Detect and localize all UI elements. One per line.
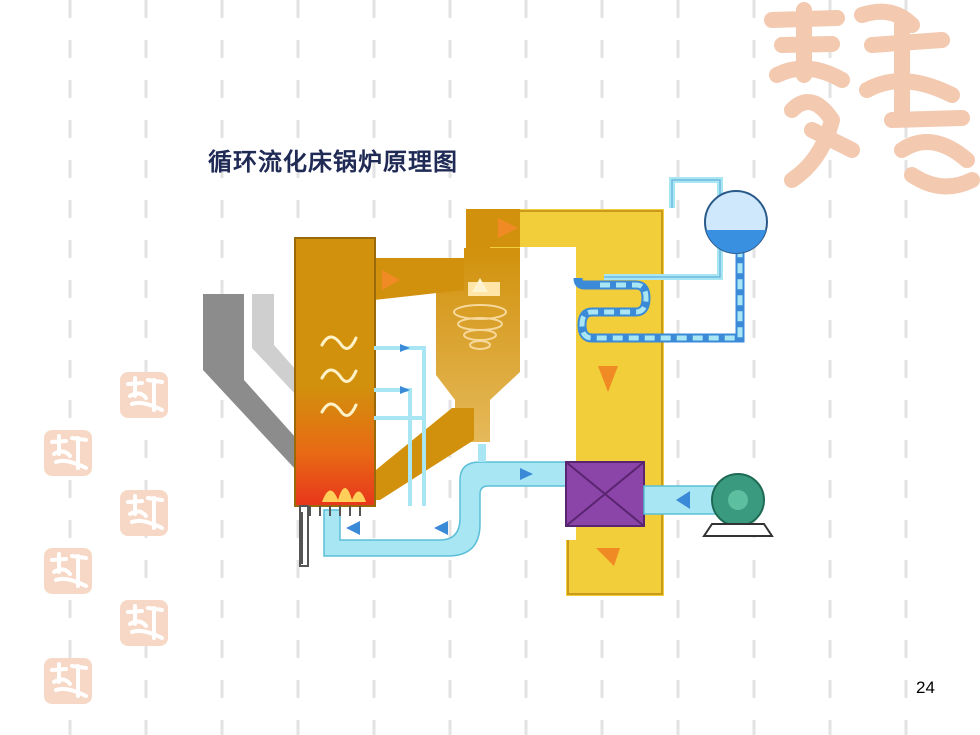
arrow-right-icon: [382, 270, 400, 290]
calligraphy-seal-icon: [44, 430, 92, 476]
air-preheater: [565, 461, 645, 527]
economizer-coil: [573, 177, 745, 343]
loop-seal-return-leg: [366, 408, 474, 500]
calligraphy-seal-icon: [120, 600, 168, 646]
calligraphy-seal-icon: [120, 372, 168, 418]
calligraphy-seal-icon: [120, 490, 168, 536]
air-distributor: [299, 505, 361, 567]
slide-title: 循环流化床锅炉原理图: [208, 147, 458, 176]
calligraphy-seal-icon: [44, 658, 92, 704]
page-number: 24: [916, 678, 935, 697]
arrow-right-icon: [498, 218, 518, 238]
swirl-particles: [320, 335, 358, 417]
cyclone-separator: [436, 248, 520, 442]
arrow-down-icon: [596, 548, 620, 566]
arrow-down-icon: [598, 366, 618, 392]
blower-fan-icon: [702, 473, 774, 537]
flame-icon: [322, 488, 366, 502]
coal-hopper-light: [252, 294, 296, 395]
furnace-to-cyclone-duct: [374, 258, 464, 300]
air-duct: [643, 485, 717, 515]
calligraphy-seal-icon: [44, 548, 92, 594]
furnace-chamber: [294, 237, 376, 507]
calligraphy-seal-icon: [764, 2, 980, 195]
flow-arrows: [382, 218, 620, 566]
steam-drum: [704, 190, 768, 254]
coal-hopper-dark: [203, 294, 296, 470]
